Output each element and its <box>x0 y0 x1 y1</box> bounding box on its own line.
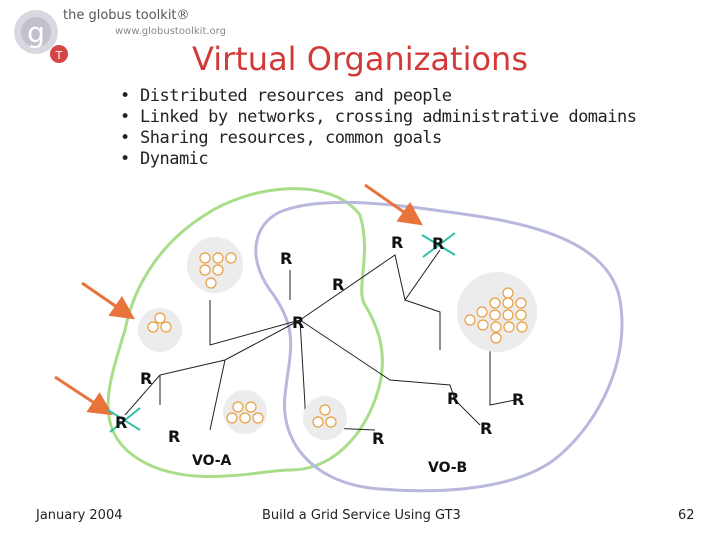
resource-label: R <box>168 427 180 446</box>
brand-name: the globus toolkit® <box>63 8 190 23</box>
bullet-item: Dynamic <box>120 149 636 170</box>
resource-label: R <box>140 369 152 388</box>
resource-label: R <box>512 390 524 409</box>
bullet-item: Distributed resources and people <box>120 86 636 107</box>
vo-a-label: VO-A <box>192 453 232 469</box>
page-number: 62 <box>678 508 695 523</box>
resource-label: R <box>480 419 492 438</box>
people-clusters <box>138 237 537 440</box>
globus-logo: g T <box>14 10 68 63</box>
footer-title: Build a Grid Service Using GT3 <box>262 508 461 523</box>
bullet-list: Distributed resources and people Linked … <box>120 86 637 170</box>
resource-label: R <box>280 249 292 268</box>
footer-date: January 2004 <box>36 508 123 523</box>
slide-title: Virtual Organizations <box>192 40 528 78</box>
vo-a-boundary <box>106 187 384 478</box>
attack-arrows <box>54 183 423 416</box>
resource-label: R <box>292 313 304 332</box>
resource-label: R <box>432 234 444 253</box>
resource-label: R <box>332 275 344 294</box>
brand-url: www.globustoolkit.org <box>115 26 226 37</box>
resource-label: R <box>447 389 459 408</box>
resource-label: R <box>115 413 127 432</box>
svg-text:T: T <box>55 49 63 62</box>
svg-text:g: g <box>27 16 45 49</box>
vo-b-label: VO-B <box>428 460 467 476</box>
resource-label: R <box>372 429 384 448</box>
resource-label: R <box>391 233 403 252</box>
cross-marks <box>107 232 456 433</box>
bullet-item: Linked by networks, crossing administrat… <box>120 107 637 128</box>
bullet-item: Sharing resources, common goals <box>120 128 636 149</box>
